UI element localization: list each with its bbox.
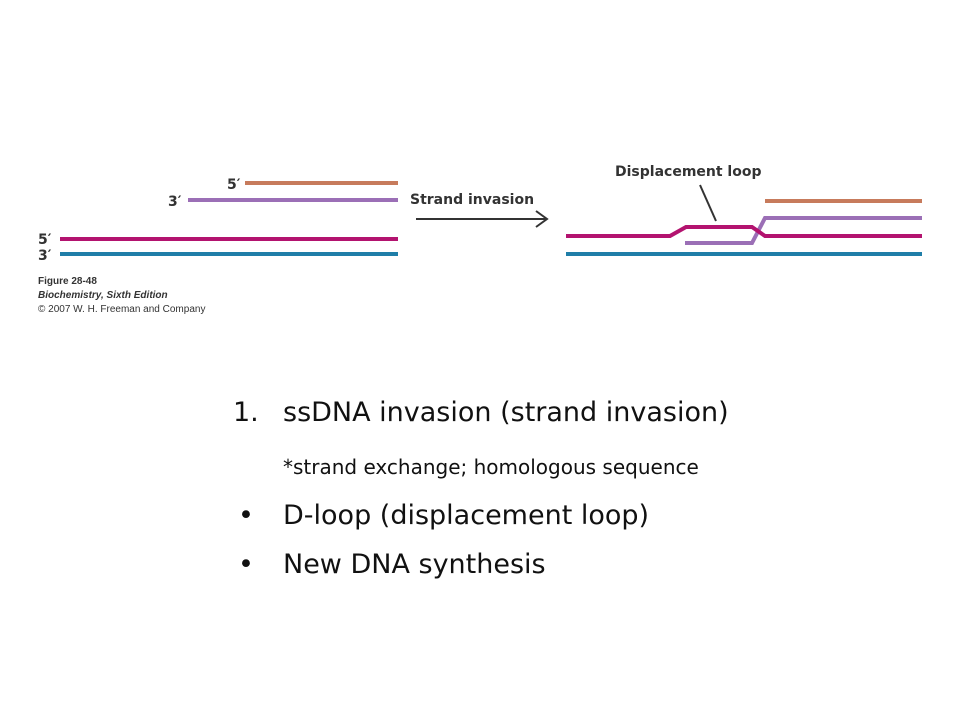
label-duplex-5prime: 5′ [38,232,52,248]
label-duplex-3prime: 3′ [38,248,52,264]
strand-invasion-label: Strand invasion [410,192,534,208]
item1-marker: 1. [233,397,259,428]
item1-text: ssDNA invasion (strand invasion) [283,397,729,428]
item3-text: New DNA synthesis [283,549,546,580]
item2-text: D-loop (displacement loop) [283,500,650,531]
strand-invasion-figure: 5′ 3′ 5′ 3′ Strand invasion Displacement… [38,164,922,315]
item1-subtext: *strand exchange; homologous sequence [283,455,699,479]
right-magenta-strand [566,225,922,238]
bullet-icon: • [238,500,254,531]
figure-copyright: © 2007 W. H. Freeman and Company [38,304,205,315]
arrow-head-icon [535,210,549,228]
figure-number: Figure 28-48 [38,276,97,287]
label-top-5prime: 5′ [227,177,241,193]
label-top-3prime: 3′ [168,194,182,210]
displacement-loop-label: Displacement loop [615,164,762,180]
displacement-loop-pointer [699,184,717,222]
figure-book: Biochemistry, Sixth Edition [38,290,168,301]
bullet-icon: • [238,549,254,580]
